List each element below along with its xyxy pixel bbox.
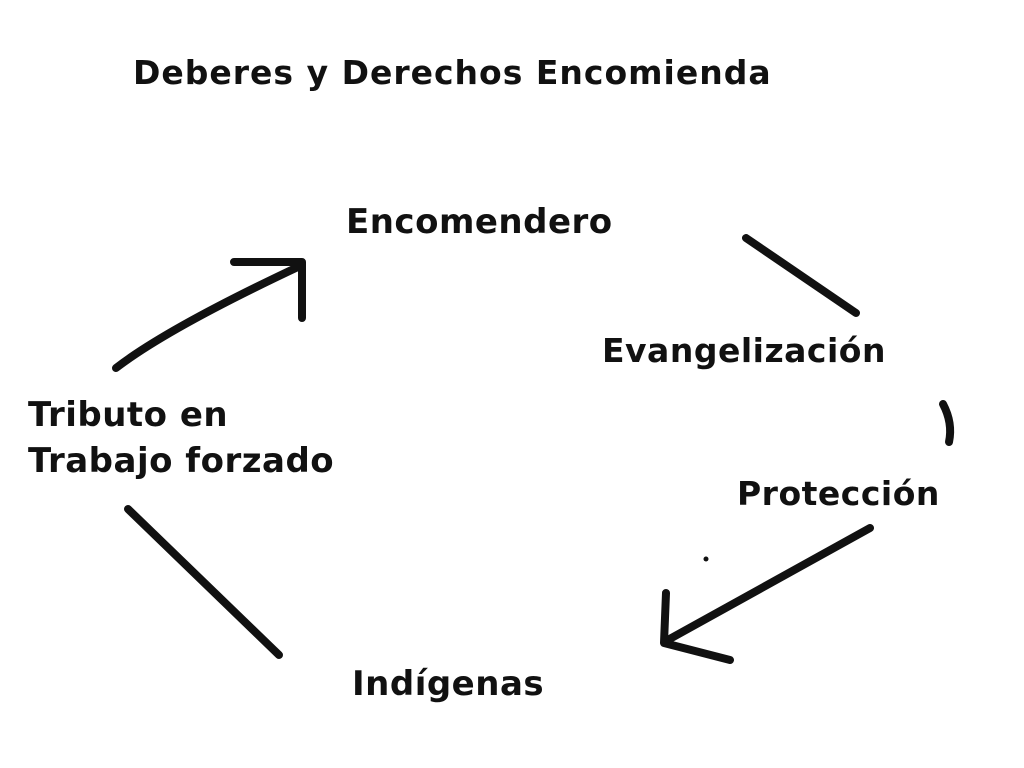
node-tributo-line1: Tributo en <box>28 395 229 435</box>
connector-encomendero-evangelizacion <box>742 234 860 317</box>
arrowhead-encomendero <box>230 258 306 322</box>
node-evangelizacion: Evangelización <box>602 331 886 370</box>
node-proteccion: Protección <box>737 474 940 513</box>
stray-dot <box>703 556 709 562</box>
arrow-tributo-encomendero <box>112 262 304 372</box>
arrow-proteccion-indigenas <box>662 524 874 645</box>
arrowhead-indigenas <box>660 589 734 664</box>
connector-indigenas-tributo <box>124 505 283 659</box>
node-encomendero: Encomendero <box>346 202 613 242</box>
node-tributo-line2: Trabajo forzado <box>28 441 335 481</box>
diagram-title: Deberes y Derechos Encomienda <box>133 53 772 92</box>
connector-evangelizacion-proteccion <box>939 400 955 446</box>
node-tributo: Tributo en Trabajo forzado <box>28 392 334 484</box>
node-indigenas: Indígenas <box>352 664 545 704</box>
